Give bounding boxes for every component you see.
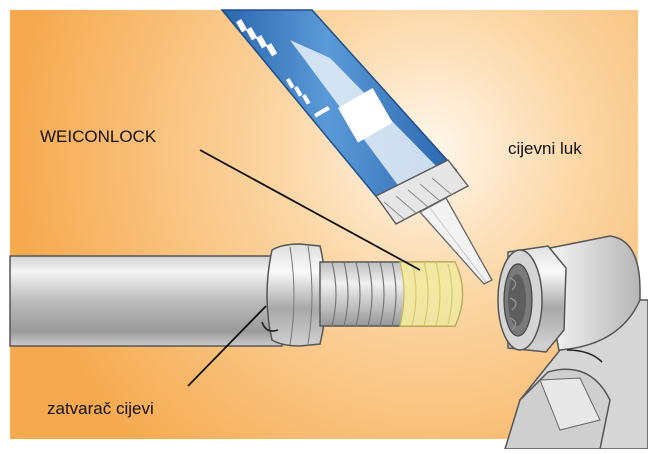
label-pipe-cap: zatvarač cijevi — [47, 400, 154, 417]
pipe-bend-icon — [498, 236, 648, 449]
label-pipe-bend: cijevni luk — [508, 140, 582, 157]
label-weiconlock: WEICONLOCK — [40, 128, 156, 145]
